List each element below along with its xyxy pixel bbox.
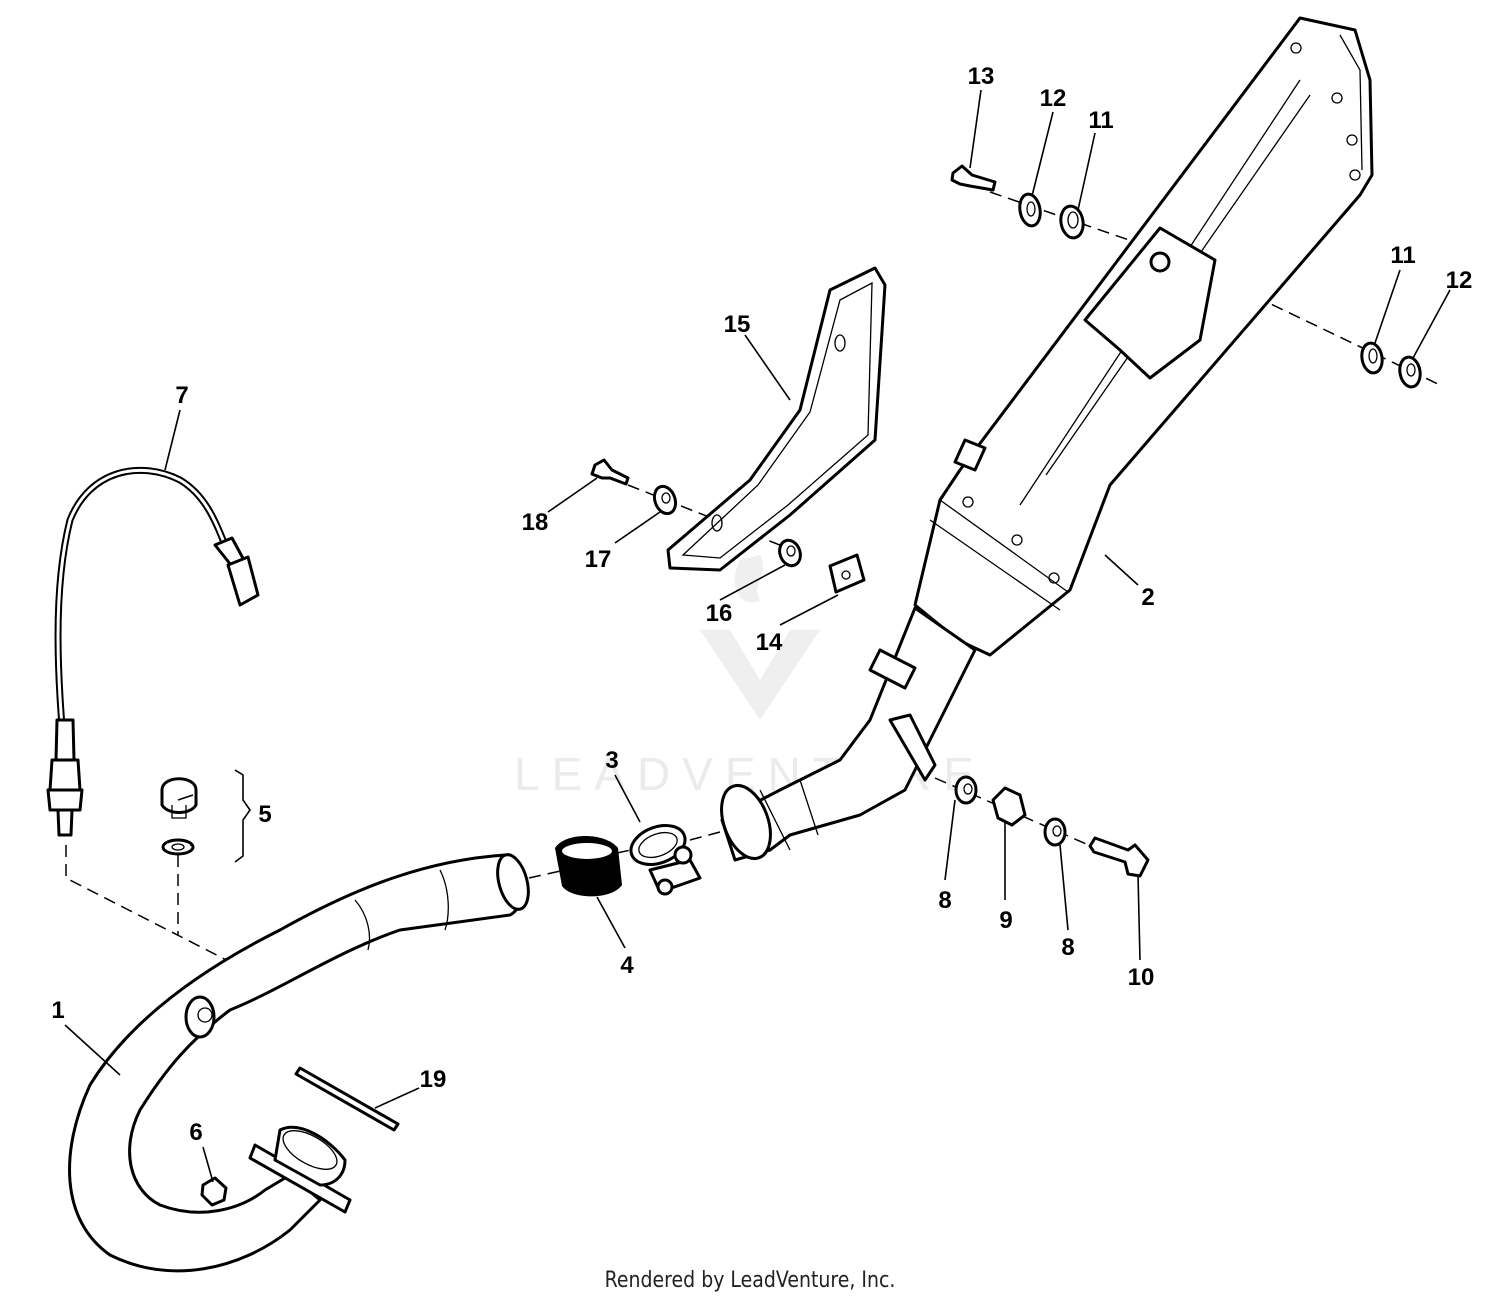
callout-12a: 12	[1040, 85, 1067, 112]
callout-4: 4	[620, 952, 634, 979]
callout-11a: 11	[1088, 107, 1113, 134]
callout-8a: 8	[938, 887, 951, 914]
o2-sensor	[46, 466, 260, 837]
collar-9	[991, 786, 1027, 827]
callout-7: 7	[175, 382, 188, 409]
grommet-11-right	[1360, 341, 1384, 375]
leader-lines	[64, 89, 1451, 1183]
washer-5	[161, 838, 195, 856]
grommet-8-left	[954, 775, 978, 805]
washer-17	[652, 484, 678, 516]
callout-15: 15	[724, 311, 751, 338]
bolt-10	[1088, 836, 1150, 878]
plug-5	[160, 777, 198, 819]
clip-nut-14	[828, 553, 866, 594]
callout-16: 16	[706, 600, 733, 627]
callout-10: 10	[1128, 964, 1155, 991]
seal-band	[555, 836, 622, 897]
bolt-18	[590, 458, 630, 486]
heat-shield	[666, 266, 887, 572]
grommet-8-right	[1043, 817, 1067, 847]
washer-12-right	[1398, 355, 1422, 389]
callout-8b: 8	[1061, 934, 1074, 961]
callout-2: 2	[1141, 584, 1154, 611]
muffler	[913, 16, 1374, 657]
bolt-13	[950, 164, 997, 192]
callout-3: 3	[605, 747, 618, 774]
clamp	[629, 824, 702, 896]
callout-6: 6	[189, 1119, 202, 1146]
callout-1: 1	[51, 997, 64, 1024]
callout-9: 9	[999, 907, 1012, 934]
gasket	[294, 1066, 400, 1132]
washer-16	[778, 538, 802, 568]
callout-14: 14	[756, 629, 783, 656]
bracket-5	[234, 769, 251, 863]
grommet-11-upper	[1059, 204, 1085, 240]
callout-17: 17	[585, 546, 612, 573]
callout-labels: 1 2 3 4 5 6 7 8 8 9 10 11 11 12 12 13 14…	[51, 63, 1472, 1146]
mid-pipe	[720, 606, 977, 862]
callout-5: 5	[258, 801, 271, 828]
callout-12b: 12	[1446, 267, 1473, 294]
washer-12-upper	[1018, 192, 1042, 228]
head-pipe	[68, 853, 530, 1273]
callout-11b: 11	[1390, 242, 1415, 269]
callout-19: 19	[420, 1066, 447, 1093]
footer-credit: Rendered by LeadVenture, Inc.	[604, 1268, 896, 1293]
callout-18: 18	[522, 509, 549, 536]
callout-13: 13	[968, 63, 995, 90]
